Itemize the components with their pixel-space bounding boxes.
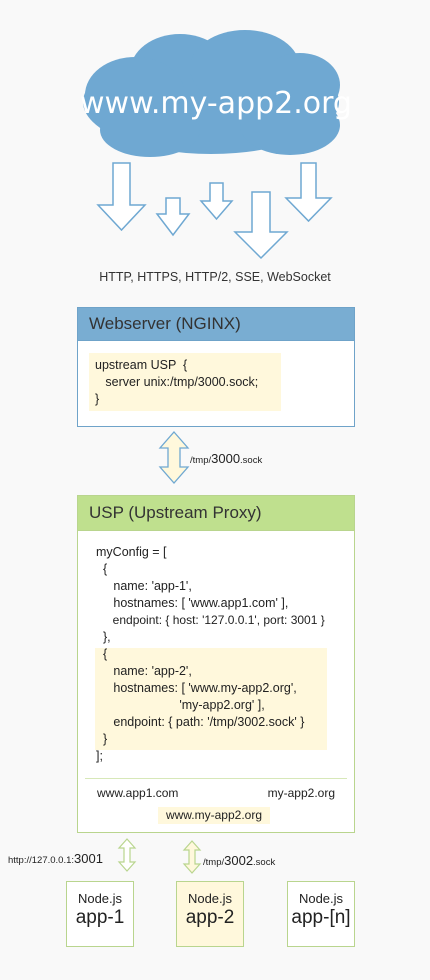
down-arrow-icon — [199, 182, 234, 221]
divider — [85, 778, 347, 779]
code-line: } — [95, 392, 100, 406]
code-line: endpoint: { host: '127.0.0.1', port: 300… — [96, 613, 325, 627]
cloud-domain: www.my-app2.org — [80, 86, 352, 121]
down-arrow-icon — [233, 191, 289, 260]
domain-label-app2: my-app2.org — [267, 786, 335, 800]
link-label-app1: http://127.0.0.1:3001 — [8, 851, 103, 866]
webserver-box: Webserver (NGINX) upstream USP { server … — [77, 307, 355, 427]
down-arrow-icon — [96, 162, 147, 232]
code-line: } — [96, 732, 108, 746]
double-arrow-icon — [117, 838, 137, 872]
node-app-1: Node.js app-1 — [66, 881, 134, 947]
code-line: }, — [96, 630, 111, 644]
code-line: ]; — [96, 749, 103, 763]
link-number: 3002 — [224, 853, 254, 868]
code-line: myConfig = [ — [96, 545, 167, 559]
usp-title: USP (Upstream Proxy) — [78, 496, 354, 531]
domain-label-app1: www.app1.com — [97, 786, 179, 800]
code-line: name: 'app-2', — [96, 664, 192, 678]
usp-config-code: myConfig = [ { name: 'app-1', hostnames:… — [96, 544, 325, 765]
code-line: endpoint: { path: '/tmp/3002.sock' } — [96, 715, 305, 729]
socket-label-3000: /tmp/3000.sock — [190, 451, 262, 466]
link-label-app2: /tmp/3002.sock — [203, 853, 275, 868]
node-name: app-[n] — [291, 907, 351, 928]
double-arrow-icon — [158, 431, 190, 484]
cloud-shape — [83, 30, 340, 157]
link-prefix: /tmp/ — [203, 857, 225, 868]
node-label: Node.js — [298, 891, 344, 906]
code-line: { — [96, 647, 108, 661]
code-line: upstream USP { — [95, 358, 188, 372]
code-line: name: 'app-1', — [96, 579, 192, 593]
down-arrow-icon — [284, 162, 333, 223]
node-app-2: Node.js app-2 — [176, 881, 244, 947]
protocols-label: HTTP, HTTPS, HTTP/2, SSE, WebSocket — [99, 270, 331, 284]
domain-label-highlighted: www.my-app2.org — [158, 807, 270, 824]
link-number: 3001 — [74, 851, 103, 866]
node-name: app-1 — [75, 907, 125, 928]
webserver-title: Webserver (NGINX) — [78, 308, 354, 341]
node-label: Node.js — [77, 891, 123, 906]
node-name: app-2 — [185, 907, 235, 928]
down-arrow-icon — [155, 197, 191, 237]
socket-number: 3000 — [211, 451, 241, 466]
link-suffix: .sock — [253, 857, 276, 868]
app2-config-highlight — [95, 648, 327, 750]
link-prefix: http://127.0.0.1: — [8, 855, 75, 866]
usp-box: USP (Upstream Proxy) myConfig = [ { name… — [77, 495, 355, 833]
code-line: server unix:/tmp/3000.sock; — [95, 375, 259, 389]
double-arrow-icon — [182, 840, 202, 874]
nginx-config-code: upstream USP { server unix:/tmp/3000.soc… — [89, 353, 281, 411]
code-line: hostnames: [ 'www.app1.com' ], — [96, 596, 289, 610]
code-line: 'my-app2.org' ], — [96, 698, 265, 712]
code-line: { — [96, 562, 108, 576]
socket-prefix: /tmp/ — [190, 455, 212, 466]
node-label: Node.js — [187, 891, 233, 906]
socket-suffix: .sock — [240, 455, 263, 466]
code-line: hostnames: [ 'www.my-app2.org', — [96, 681, 297, 695]
node-app-n: Node.js app-[n] — [287, 881, 355, 947]
